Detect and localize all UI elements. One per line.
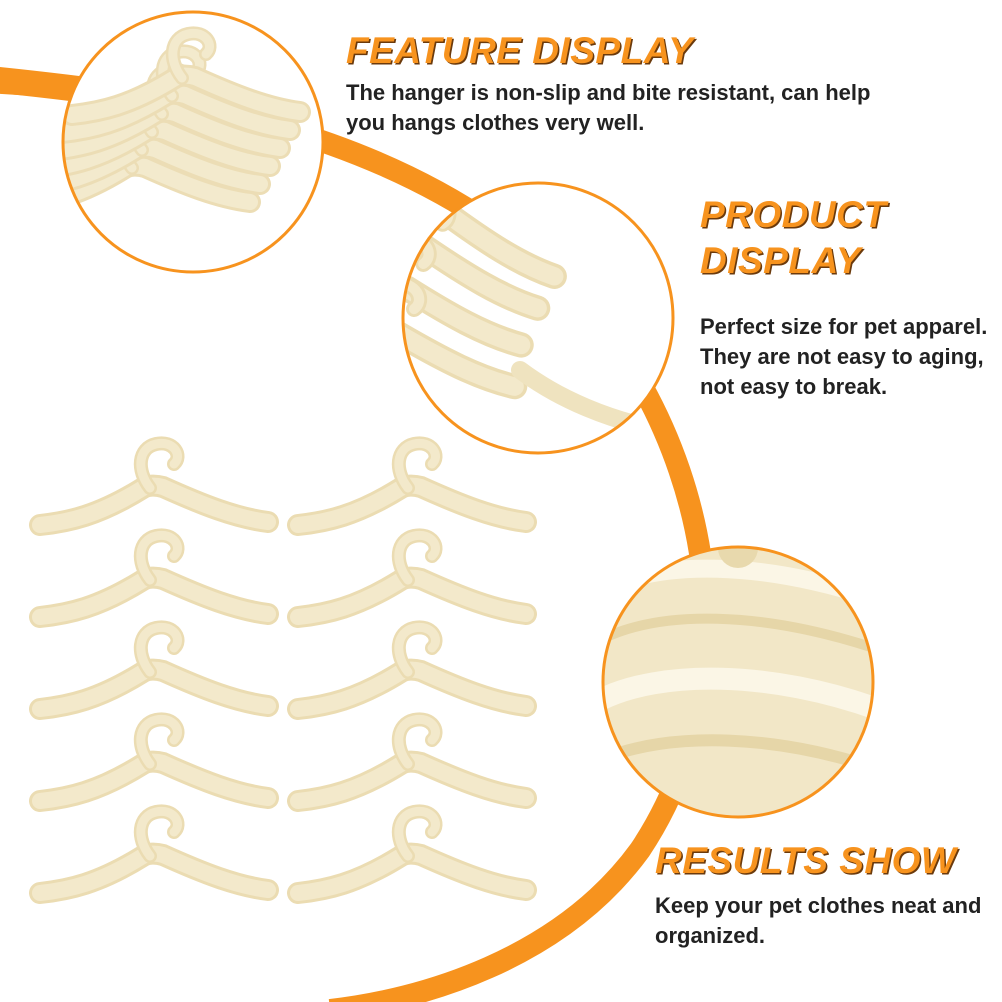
- results-show-photo: [601, 545, 875, 819]
- feature-display-title: FEATURE DISPLAY: [346, 30, 694, 71]
- product-display-text: Perfect size for pet apparel. They are n…: [700, 314, 988, 399]
- results-show-title: RESULTS SHOW: [655, 840, 957, 881]
- product-display-photo: [401, 181, 675, 455]
- results-show-text: Keep your pet clothes neat and organized…: [655, 893, 982, 948]
- feature-display-text: The hanger is non-slip and bite resistan…: [346, 80, 871, 135]
- feature-display-photo: [61, 10, 325, 274]
- product-display-title: PRODUCT DISPLAY: [700, 194, 887, 281]
- hanger-grid: [40, 443, 526, 893]
